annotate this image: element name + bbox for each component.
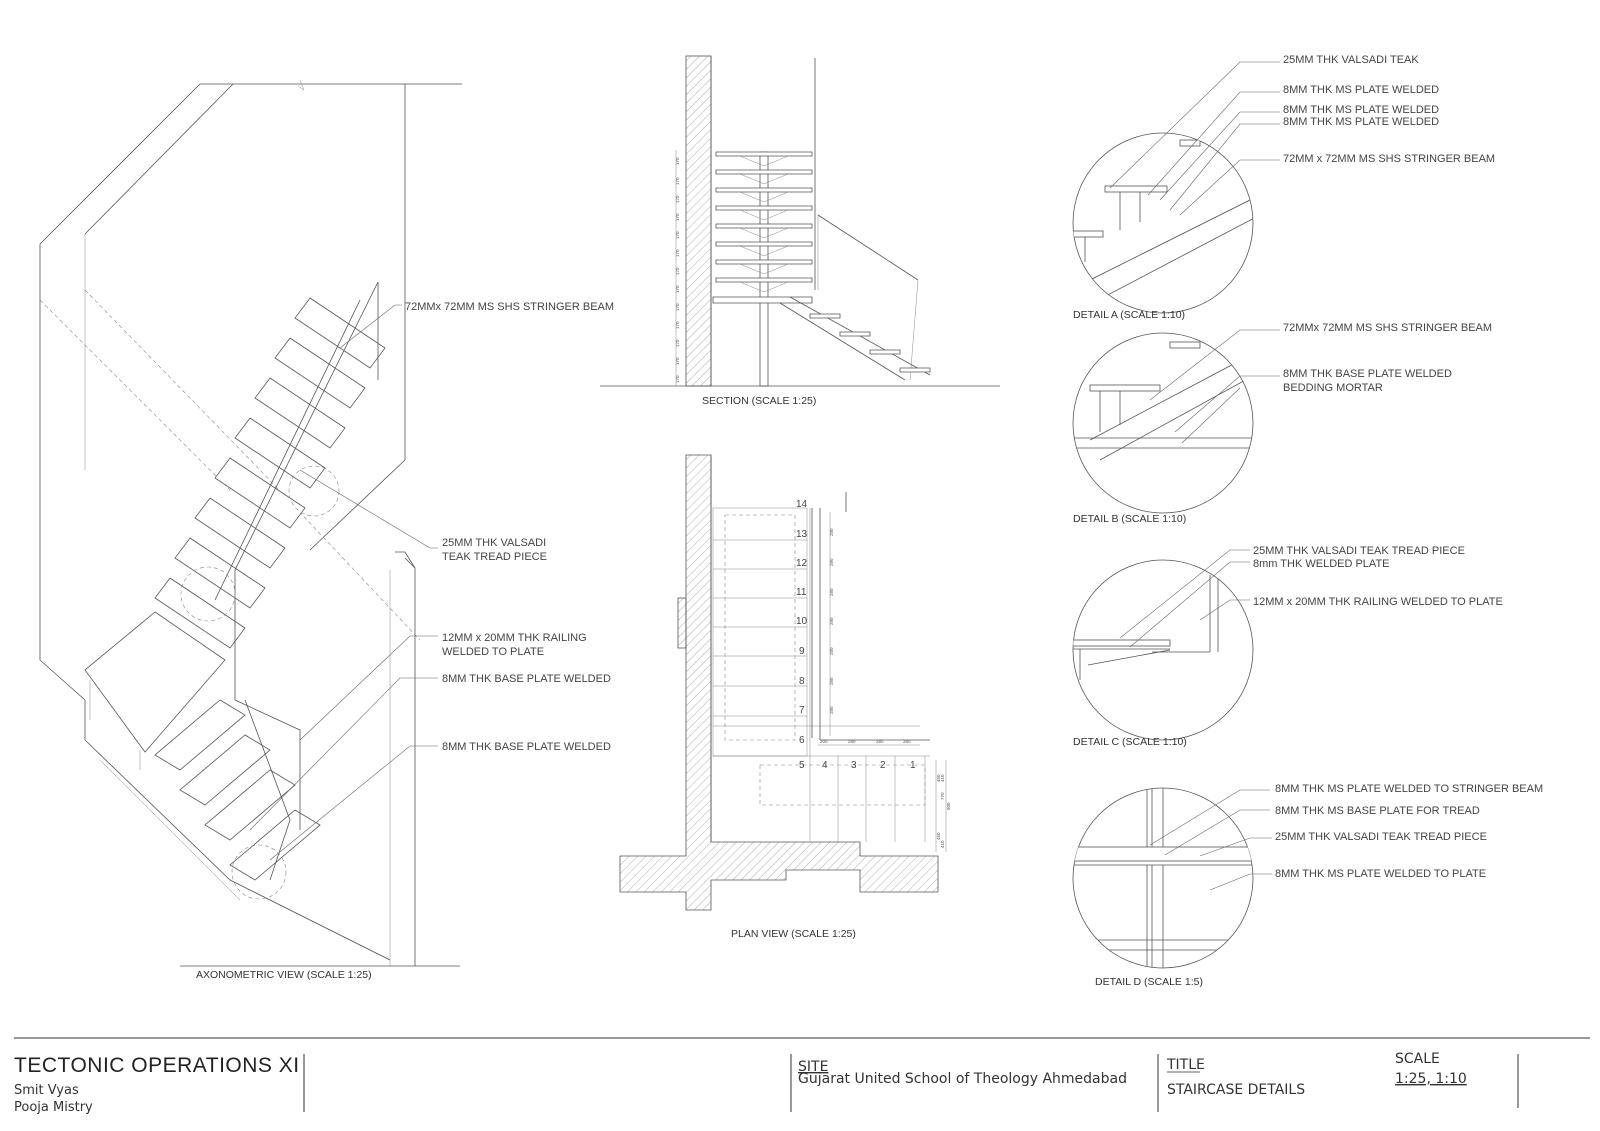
plan-step-grid (712, 492, 930, 871)
detail-c-label-3: 12MM x 20MM THK RAILING WELDED TO PLATE (1253, 596, 1503, 608)
svg-text:280: 280 (829, 677, 834, 685)
svg-text:280: 280 (848, 739, 856, 744)
svg-text:170: 170 (675, 357, 680, 365)
svg-text:170: 170 (675, 249, 680, 257)
plan-step-1: 1 (910, 760, 916, 771)
plan-step-3: 3 (851, 760, 857, 771)
detail-a-caption: DETAIL A (SCALE 1:10) (1073, 309, 1185, 321)
title-block: TECTONIC OPERATIONS XI Smit Vyas Pooja M… (14, 1037, 1590, 1115)
scale-value: 1:25, 1:10 (1395, 1071, 1467, 1087)
section-treads (712, 151, 813, 304)
svg-text:280: 280 (829, 558, 834, 566)
section-view: 170 170 170 170 170 170 170 170 170 170 … (600, 55, 1000, 407)
svg-text:900: 900 (946, 802, 951, 810)
detail-a-label-1: 25MM THK VALSADI TEAK (1283, 54, 1419, 66)
detail-c-caption: DETAIL C (SCALE 1:10) (1073, 736, 1187, 748)
detail-d-caption: DETAIL D (SCALE 1:5) (1095, 976, 1203, 988)
plan-step-12: 12 (796, 558, 808, 569)
svg-text:170: 170 (675, 321, 680, 329)
axon-label-tread-2: TEAK TREAD PIECE (442, 551, 547, 563)
detail-a-label-5: 72MM x 72MM MS SHS STRINGER BEAM (1283, 153, 1495, 165)
detail-b-caption: DETAIL B (SCALE 1:10) (1073, 513, 1186, 525)
plan-step-10: 10 (796, 616, 808, 627)
svg-text:170: 170 (675, 195, 680, 203)
axon-label-base-plate-2: 8MM THK BASE PLATE WELDED (442, 741, 611, 753)
plan-step-7: 7 (799, 705, 805, 716)
plan-step-5: 5 (799, 760, 805, 771)
plan-step-13: 13 (796, 529, 808, 540)
plan-step-8: 8 (799, 676, 805, 687)
svg-text:170: 170 (675, 267, 680, 275)
svg-text:410: 410 (940, 840, 945, 848)
detail-a-label-4: 8MM THK MS PLATE WELDED (1283, 116, 1439, 128)
axon-lower-treads (154, 699, 321, 881)
axon-label-railing-2: WELDED TO PLATE (442, 646, 544, 658)
svg-text:770: 770 (940, 792, 945, 800)
detail-b-label-3: BEDDING MORTAR (1283, 382, 1383, 394)
plan-view: 14 13 12 11 10 9 8 7 6 5 4 3 2 1 280 280… (619, 454, 951, 940)
detail-c: 25MM THK VALSADI TEAK TREAD PIECE 8mm TH… (1072, 545, 1503, 748)
detail-d-label-4: 8MM THK MS PLATE WELDED TO PLATE (1275, 868, 1486, 880)
svg-text:170: 170 (675, 375, 680, 383)
svg-text:450: 450 (936, 832, 941, 840)
section-dimension-ticks: 170 170 170 170 170 170 170 170 170 170 … (675, 157, 680, 383)
plan-step-9: 9 (799, 646, 805, 657)
plan-step-11: 11 (796, 587, 807, 598)
axon-landing (84, 611, 226, 753)
detail-b: 72MMx 72MM MS SHS STRINGER BEAM 8MM THK … (1072, 322, 1492, 525)
svg-text:170: 170 (675, 177, 680, 185)
plan-step-14: 14 (796, 499, 808, 510)
svg-text:280: 280 (829, 588, 834, 596)
svg-text:280: 280 (829, 706, 834, 714)
plan-step-2: 2 (880, 760, 886, 771)
axon-label-tread-1: 25MM THK VALSADI (442, 537, 546, 549)
axon-caption: AXONOMETRIC VIEW (SCALE 1:25) (196, 969, 372, 981)
svg-text:450: 450 (936, 774, 941, 782)
detail-d: 8MM THK MS PLATE WELDED TO STRINGER BEAM… (1072, 783, 1543, 988)
detail-c-label-1: 25MM THK VALSADI TEAK TREAD PIECE (1253, 545, 1465, 557)
site-value: Gujarat United School of Theology Ahmeda… (798, 1071, 1127, 1087)
detail-a-label-3: 8MM THK MS PLATE WELDED (1283, 104, 1439, 116)
detail-c-label-2: 8mm THK WELDED PLATE (1253, 558, 1390, 570)
svg-text:280: 280 (829, 528, 834, 536)
detail-b-label-2: 8MM THK BASE PLATE WELDED (1283, 368, 1452, 380)
detail-a-label-2: 8MM THK MS PLATE WELDED (1283, 84, 1439, 96)
section-caption: SECTION (SCALE 1:25) (702, 395, 816, 407)
plan-step-6: 6 (799, 735, 805, 746)
project-title: TECTONIC OPERATIONS XI (14, 1054, 300, 1077)
title-value: STAIRCASE DETAILS (1167, 1082, 1305, 1098)
svg-text:170: 170 (675, 303, 680, 311)
author-1: Smit Vyas (14, 1083, 79, 1098)
svg-text:280: 280 (829, 617, 834, 625)
plan-caption: PLAN VIEW (SCALE 1:25) (731, 928, 856, 940)
svg-text:170: 170 (675, 213, 680, 221)
svg-text:280: 280 (876, 739, 884, 744)
svg-text:170: 170 (675, 231, 680, 239)
title-heading: TITLE (1166, 1057, 1205, 1073)
site-heading: SITE (798, 1059, 828, 1075)
axon-upper-treads (154, 297, 386, 649)
svg-text:170: 170 (675, 339, 680, 347)
detail-d-label-1: 8MM THK MS PLATE WELDED TO STRINGER BEAM (1275, 783, 1543, 795)
scale-heading: SCALE (1395, 1051, 1440, 1067)
axon-label-stringer: 72MMx 72MM MS SHS STRINGER BEAM (405, 301, 614, 313)
svg-text:410: 410 (940, 774, 945, 782)
svg-text:170: 170 (675, 157, 680, 165)
detail-a: 25MM THK VALSADI TEAK 8MM THK MS PLATE W… (1072, 54, 1495, 321)
axon-label-base-plate-1: 8MM THK BASE PLATE WELDED (442, 673, 611, 685)
svg-text:170: 170 (675, 285, 680, 293)
plan-step-4: 4 (822, 760, 828, 771)
axon-label-railing-1: 12MM x 20MM THK RAILING (442, 632, 587, 644)
axonometric-view: 72MMx 72MM MS SHS STRINGER BEAM 25MM THK… (39, 79, 614, 981)
svg-text:280: 280 (903, 739, 911, 744)
detail-d-label-2: 8MM THK MS BASE PLATE FOR TREAD (1275, 805, 1480, 817)
detail-b-label-1: 72MMx 72MM MS SHS STRINGER BEAM (1283, 322, 1492, 334)
author-2: Pooja Mistry (14, 1100, 93, 1115)
detail-d-label-3: 25MM THK VALSADI TEAK TREAD PIECE (1275, 831, 1487, 843)
svg-text:200: 200 (820, 739, 828, 744)
svg-text:280: 280 (829, 647, 834, 655)
